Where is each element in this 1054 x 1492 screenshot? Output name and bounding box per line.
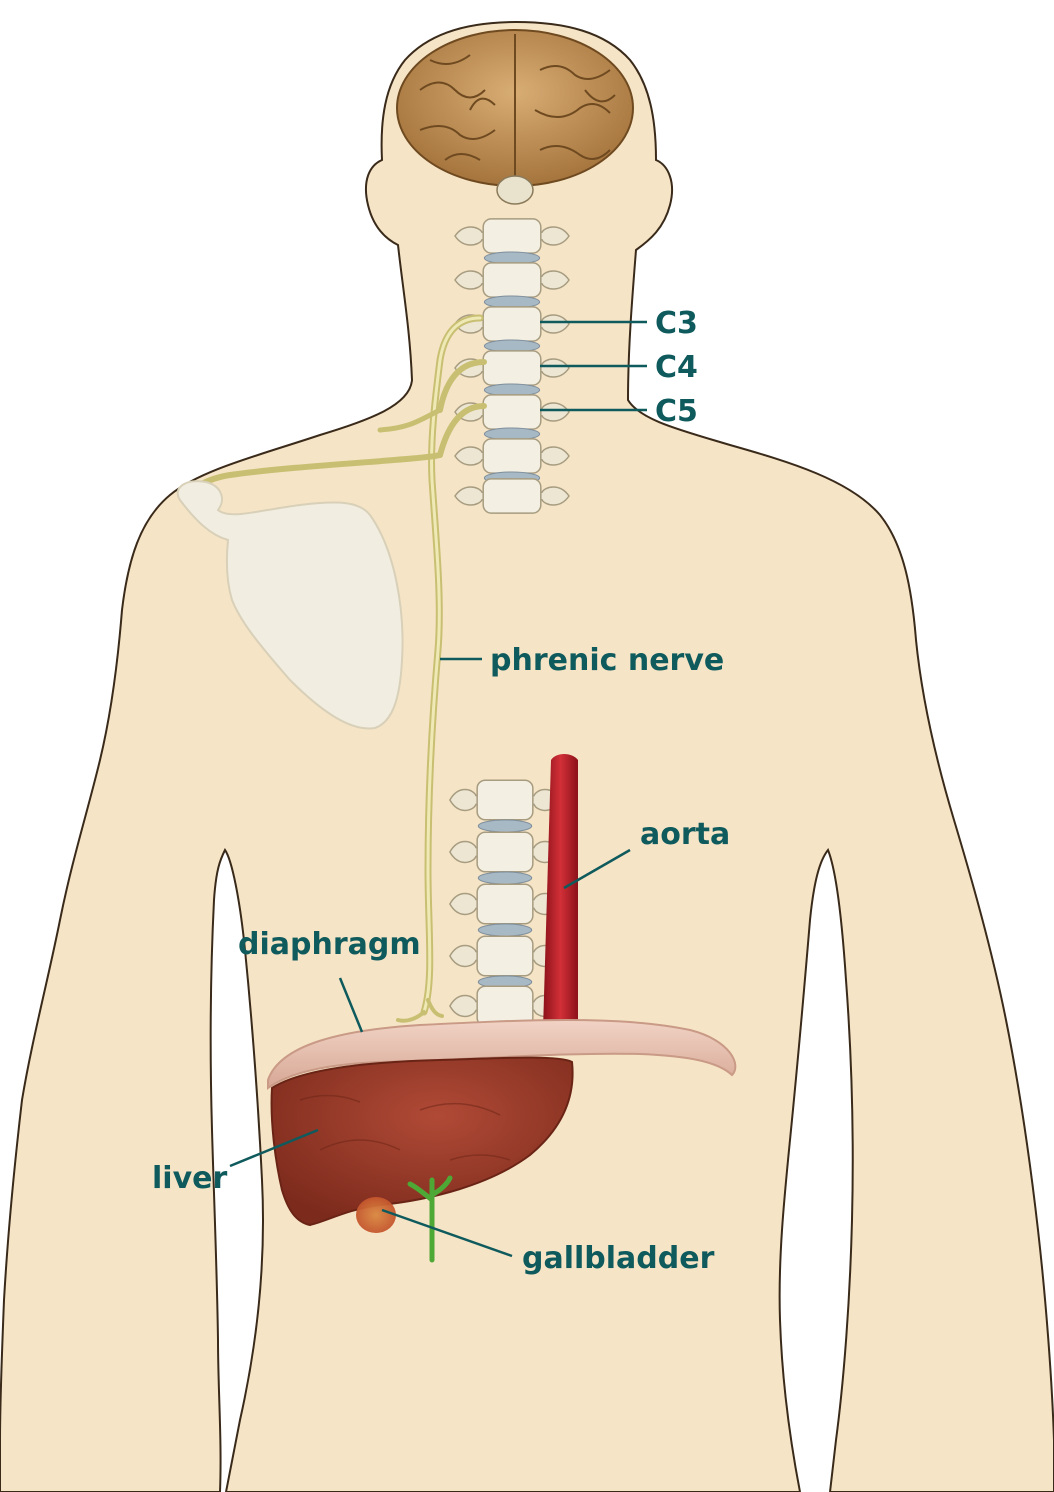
liver (270, 1056, 574, 1227)
diaphragm-leader-line (338, 977, 364, 1033)
cervical-vertebra (454, 478, 570, 514)
intervertebral-disc (477, 871, 533, 885)
label-liver: liver (152, 1161, 227, 1196)
label-aorta: aorta (640, 817, 730, 852)
thoracic-vertebra (449, 831, 561, 873)
aorta (543, 754, 578, 1030)
label-c4: C4 (655, 350, 698, 385)
aorta-leader-line (563, 848, 631, 890)
cervical-vertebra (454, 394, 570, 430)
liver-leader-line (229, 1128, 319, 1168)
leader-lines (229, 320, 647, 1258)
label-diaphragm: diaphragm (238, 927, 421, 962)
scapula (176, 480, 404, 730)
thoracic-spine (449, 779, 561, 1027)
intervertebral-disc (477, 819, 533, 833)
body-silhouette (0, 20, 1054, 1492)
thoracic-vertebra (449, 883, 561, 925)
cervical-vertebra (454, 218, 570, 254)
cervical-spine (454, 218, 570, 514)
label-gallbladder: gallbladder (522, 1241, 715, 1276)
label-c3: C3 (655, 306, 698, 341)
label-c5: C5 (655, 394, 698, 429)
gallbladder-leader-line (381, 1208, 513, 1258)
cervical-vertebra (454, 262, 570, 298)
intervertebral-disc (477, 923, 533, 937)
cervical-vertebra (454, 350, 570, 386)
gallbladder (356, 1175, 453, 1263)
label-phrenic-nerve: phrenic nerve (490, 643, 724, 678)
cervical-vertebra (454, 438, 570, 474)
brain (396, 29, 634, 205)
